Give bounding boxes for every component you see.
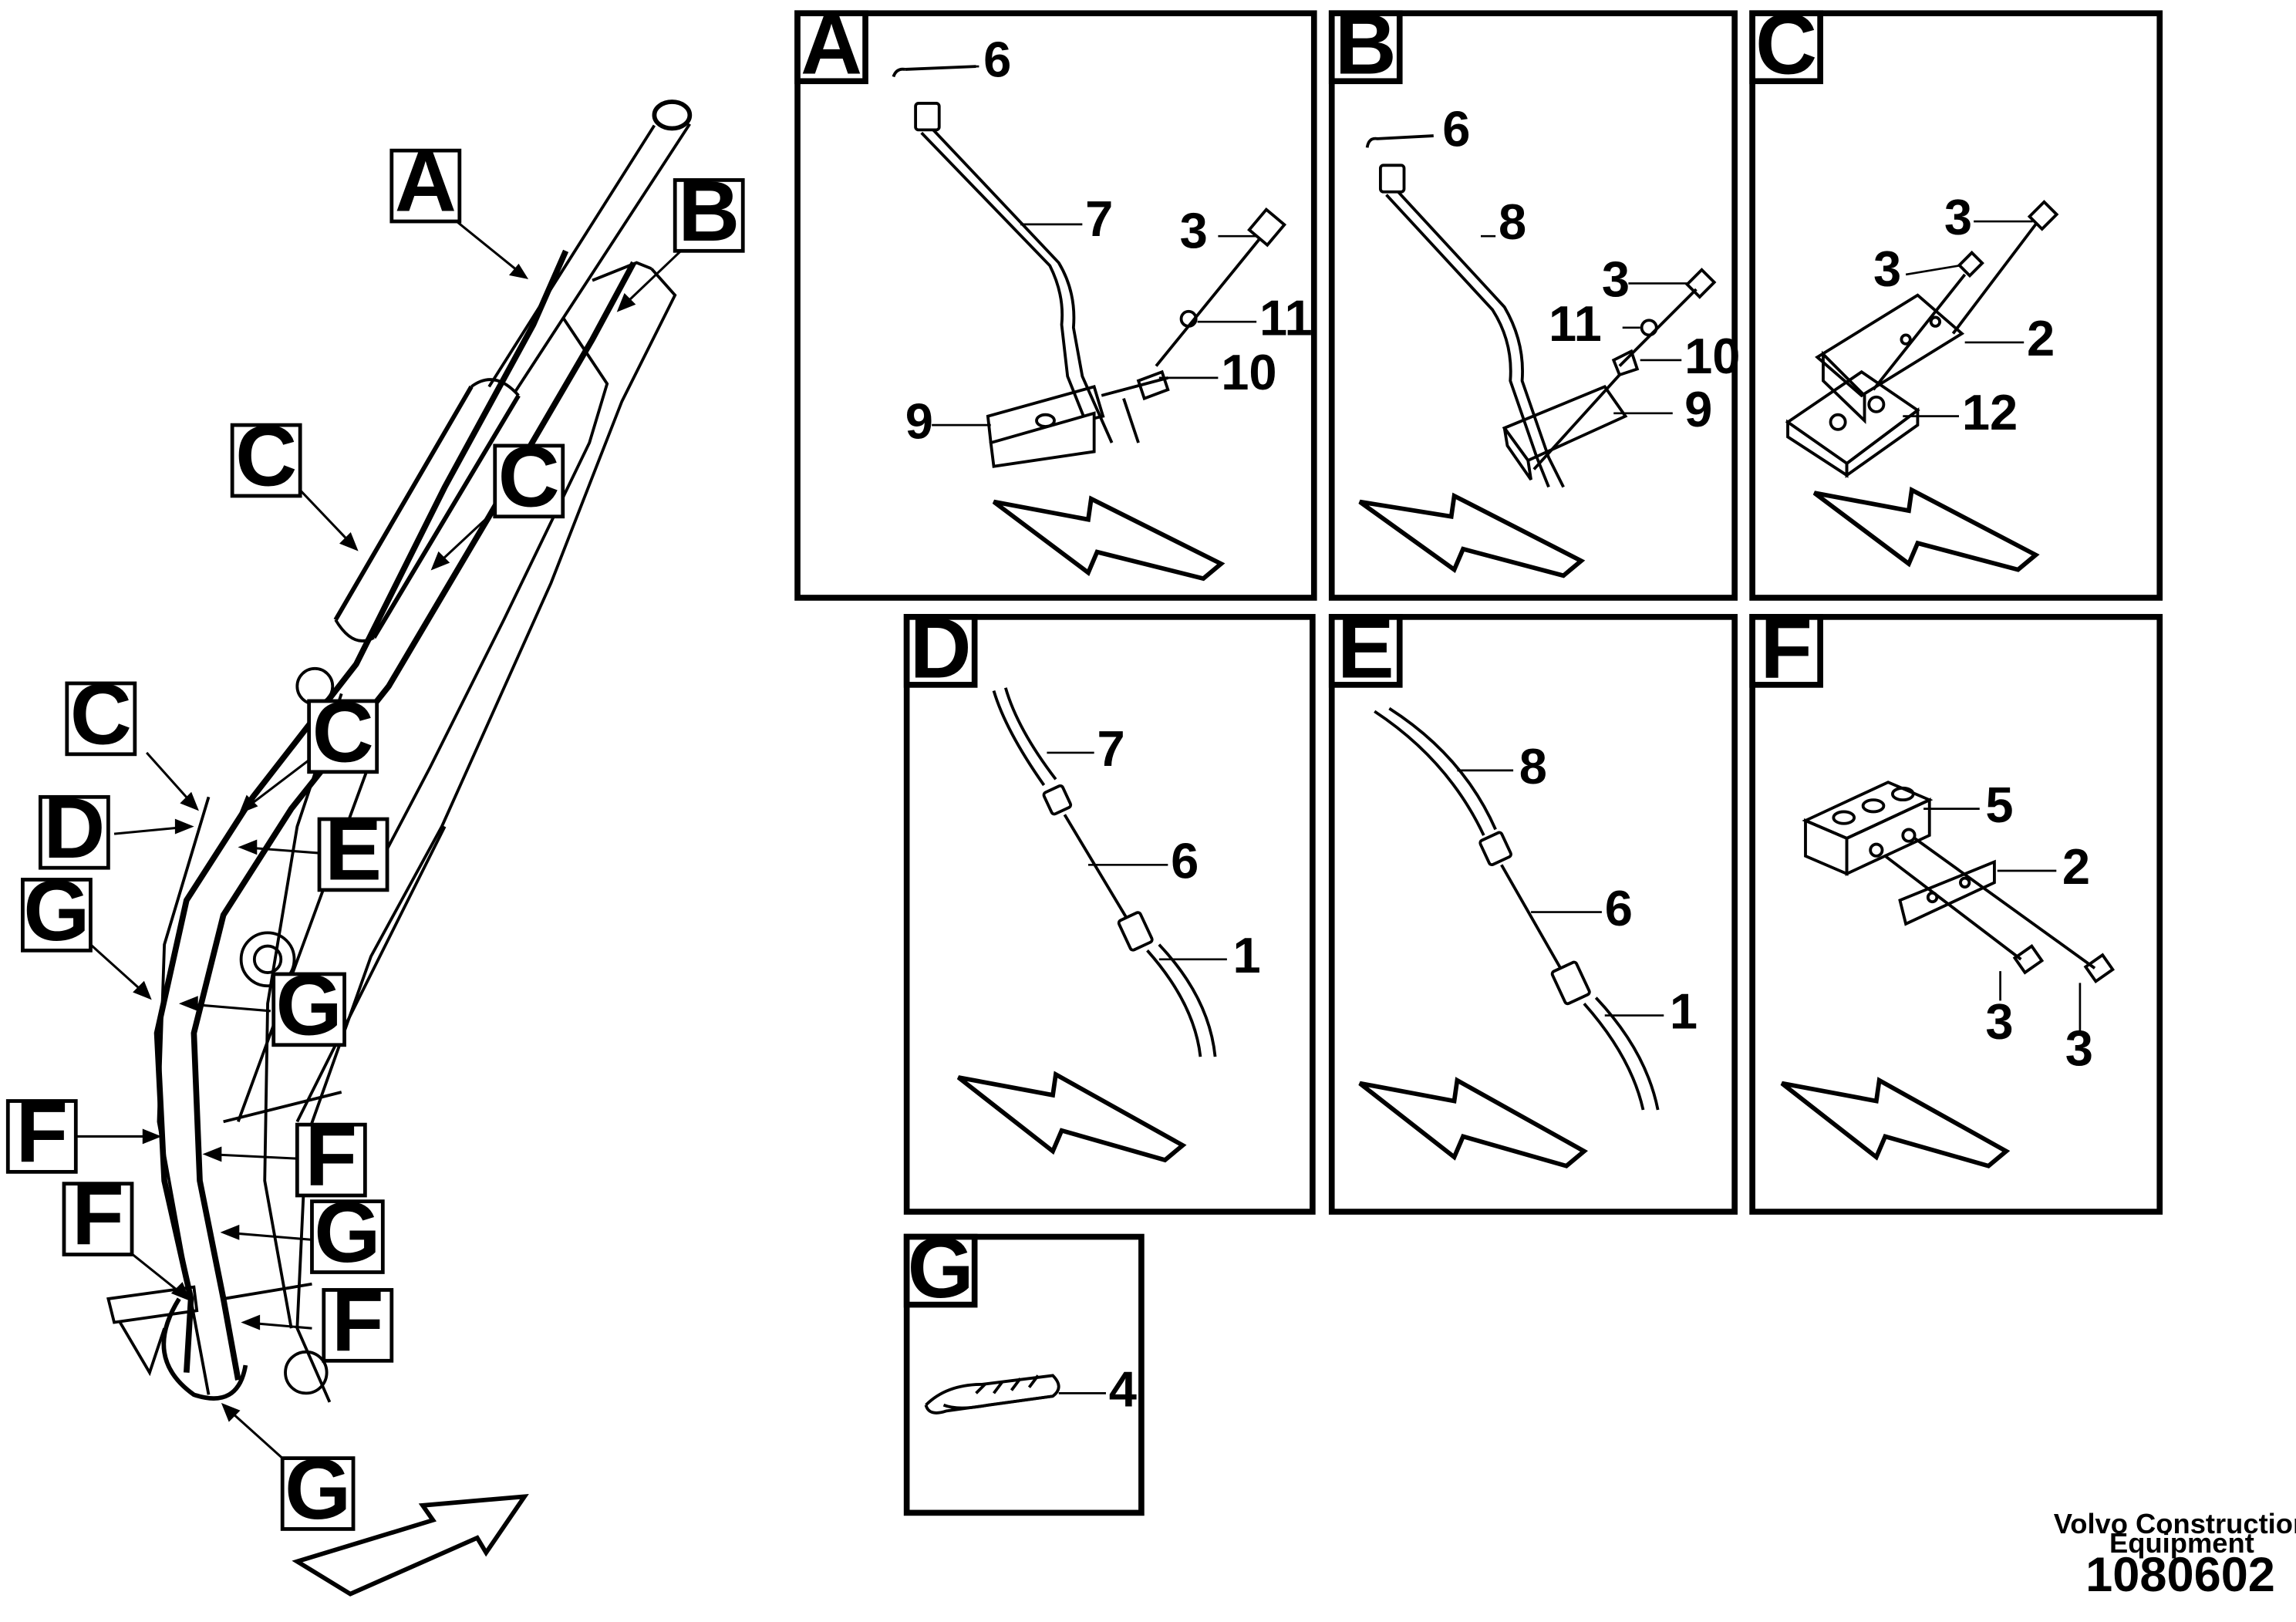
callout-e: E (317, 802, 389, 898)
callout-letter: D (43, 781, 105, 876)
callout-letter: C (312, 684, 374, 780)
callout-a: A (389, 134, 462, 230)
panel-e-label: E (1337, 600, 1394, 696)
part-number-label: 6 (1171, 833, 1199, 889)
overview-leaders (72, 220, 682, 1459)
part-number-label: 2 (2027, 310, 2055, 366)
detail-panel-e: E 8 6 1 (1328, 600, 1738, 1215)
part-number-label: 1 (1670, 983, 1698, 1040)
callout-letter: F (305, 1108, 357, 1204)
detail-panel-g: G 4 (903, 1220, 1145, 1516)
callout-g-4: G (280, 1442, 356, 1537)
callout-letter: C (70, 666, 132, 762)
callout-f-3: F (62, 1167, 134, 1263)
part-number-label: 8 (1499, 194, 1526, 250)
boom-arm-overview (106, 99, 693, 1403)
callout-c-4: C (307, 684, 379, 780)
panel-c-direction-arrow-icon (1812, 486, 2040, 572)
callout-f-2: F (295, 1108, 367, 1204)
callout-g-2: G (271, 957, 346, 1053)
callout-letter: G (23, 863, 89, 959)
panel-a-direction-arrow-icon (992, 495, 1226, 582)
panel-d-direction-arrow-icon (956, 1071, 1187, 1163)
detail-panel-f: F 5 2 3 3 (1749, 600, 2163, 1215)
detail-panel-a: A 6 7 3 11 10 9 (794, 0, 1317, 601)
part-number-label: 3 (1180, 202, 1208, 258)
part-number-label: 9 (1684, 381, 1712, 437)
panel-a-label: A (801, 0, 862, 93)
publisher-name: Volvo Construction (2054, 1508, 2296, 1539)
direction-arrow-icon (292, 1493, 529, 1597)
callout-letter: G (314, 1185, 380, 1280)
part-number-label: 3 (1602, 251, 1630, 308)
part-number-label: 3 (1873, 241, 1901, 297)
callout-letter: F (72, 1167, 124, 1263)
cable-tie-icon (924, 1374, 1060, 1415)
part-number-label: 11 (1549, 295, 1602, 352)
callout-c-3: C (65, 666, 137, 762)
part-number-label: 8 (1519, 738, 1547, 794)
panel-b-direction-arrow-icon (1358, 492, 1586, 578)
panel-c-label: C (1755, 0, 1817, 93)
panel-d-label: D (910, 600, 972, 696)
part-number-label: 2 (2062, 838, 2090, 895)
part-number-label: 5 (1985, 777, 2013, 833)
panel-g-label: G (907, 1220, 973, 1316)
callout-letter: C (498, 429, 560, 524)
part-number-label: 3 (1944, 189, 1972, 245)
callout-letter: F (15, 1084, 68, 1180)
callout-letter: G (275, 957, 342, 1053)
detail-panel-b: B 6 8 3 11 10 9 (1328, 0, 1740, 601)
panel-f-label: F (1760, 600, 1812, 696)
callout-f-1: F (5, 1084, 78, 1180)
part-number-label: 7 (1085, 191, 1113, 247)
callout-letter: E (325, 802, 382, 898)
part-number-label: 3 (2065, 1020, 2093, 1077)
part-number-label: 6 (1442, 100, 1470, 157)
publisher-name: Equipment (2109, 1527, 2254, 1559)
part-number-label: 12 (1962, 384, 2018, 440)
callout-letter: F (332, 1273, 384, 1369)
callout-c-1: C (230, 409, 302, 504)
part-number-label: 10 (1221, 344, 1276, 400)
callout-g-1: G (21, 863, 93, 959)
detail-panel-d: D 7 6 1 (903, 600, 1316, 1215)
part-number-label: 6 (1605, 880, 1633, 936)
figure-number: 1080602 (2085, 1548, 2275, 1602)
part-number-label: 9 (905, 393, 933, 449)
callout-letter: G (285, 1442, 351, 1537)
part-number-label: 10 (1684, 328, 1740, 384)
part-number-label: 1 (1233, 927, 1261, 983)
part-number-label: 6 (983, 32, 1011, 88)
callout-letter: A (395, 134, 457, 230)
callout-d: D (38, 781, 110, 876)
callout-g-3: G (310, 1185, 385, 1280)
part-number-label: 3 (1985, 993, 2013, 1050)
part-number-label: 7 (1097, 720, 1124, 777)
panel-e-direction-arrow-icon (1358, 1077, 1589, 1168)
publisher-footer: Volvo Construction Equipment 1080602 (2054, 1508, 2296, 1602)
callout-letter: B (678, 164, 740, 259)
part-number-label: 11 (1259, 289, 1313, 346)
overview-callout-boxes: A B C C C C D E (5, 134, 745, 1537)
callout-c-2: C (493, 429, 565, 524)
callout-letter: C (235, 409, 297, 504)
part-number-label: 4 (1109, 1361, 1137, 1418)
panel-f-direction-arrow-icon (1780, 1077, 2011, 1168)
callout-f-4: F (322, 1273, 394, 1369)
callout-b: B (673, 164, 745, 259)
panel-b-label: B (1335, 0, 1397, 93)
detail-panel-c: C 3 3 2 12 (1749, 0, 2163, 601)
